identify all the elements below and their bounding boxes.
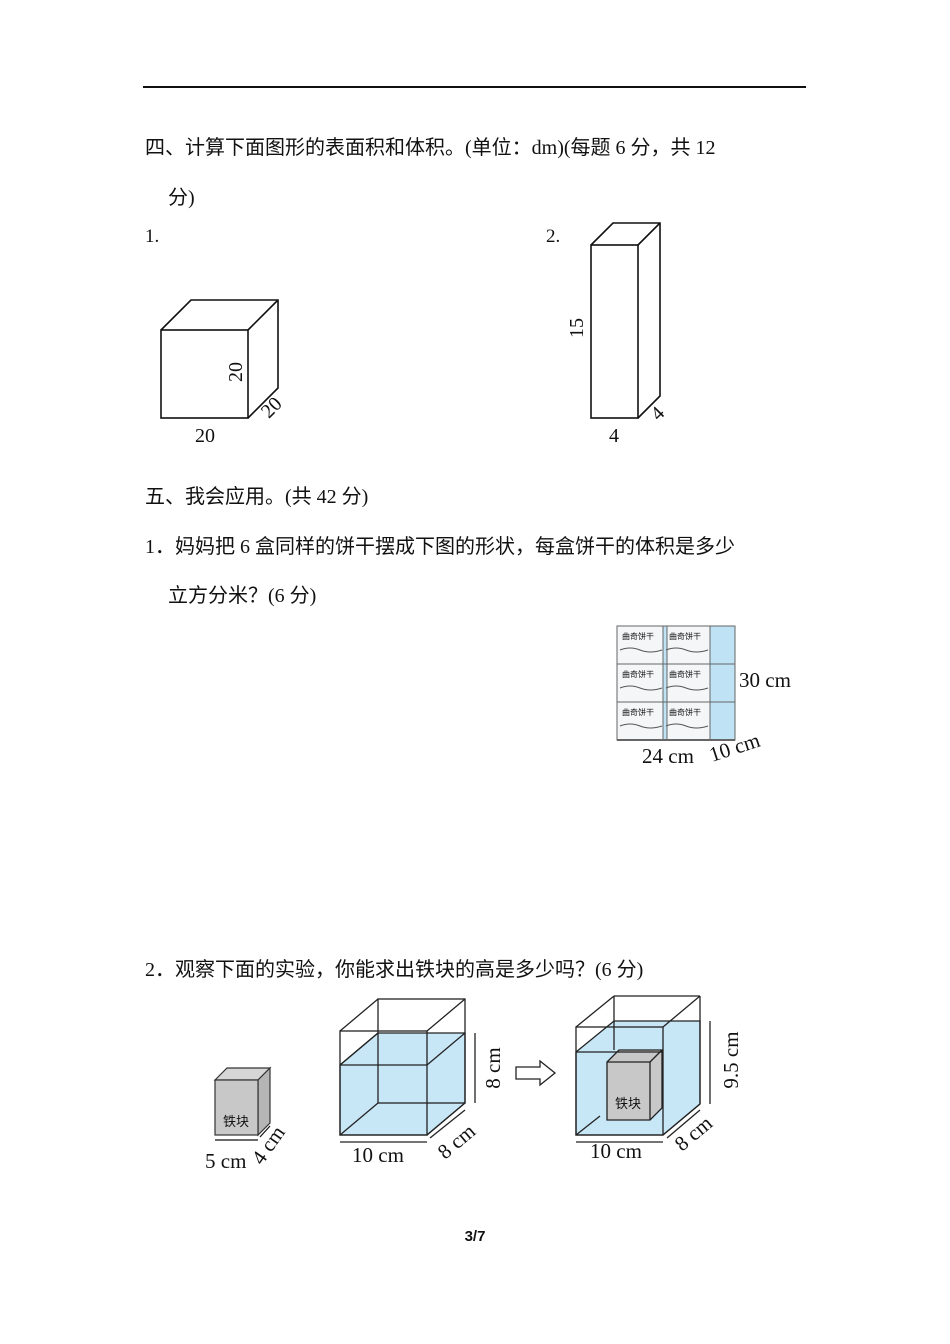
- biscuit-box-label: 曲奇饼干: [669, 631, 701, 641]
- block-width-label: 5 cm: [205, 1149, 246, 1173]
- biscuit-box-label: 曲奇饼干: [669, 669, 701, 679]
- q5-2-text: 2．观察下面的实验，你能求出铁块的高是多少吗？(6 分): [145, 959, 644, 981]
- iron-block-label-in-tank: 铁块: [615, 1096, 641, 1111]
- arrow-right-icon: [515, 1059, 557, 1087]
- prism-figure: [590, 222, 661, 419]
- prism-height-label: 15: [566, 318, 588, 338]
- iron-block: [213, 1066, 272, 1137]
- cube-height-label: 20: [225, 362, 247, 382]
- prism-depth-label: 4: [646, 402, 669, 425]
- biscuit-box-label: 曲奇饼干: [669, 707, 701, 717]
- q4-1-number: 1.: [145, 226, 160, 247]
- iron-block-label: 铁块: [223, 1114, 249, 1129]
- biscuit-height-label: 30 cm: [739, 668, 791, 692]
- biscuit-stack: [616, 625, 736, 741]
- tank-after: [575, 995, 711, 1143]
- cube-width-label: 20: [195, 425, 215, 447]
- biscuit-box-labels: 曲奇饼干 曲奇饼干 曲奇饼干 曲奇饼干 曲奇饼干 曲奇饼干: [622, 631, 701, 717]
- biscuit-box-label: 曲奇饼干: [622, 669, 654, 679]
- tank-before: [339, 998, 476, 1143]
- tank-width-label: 10 cm: [352, 1143, 404, 1167]
- tank-width-label-after: 10 cm: [590, 1139, 642, 1163]
- biscuit-width-label: 24 cm: [642, 744, 694, 768]
- water-after-label: 9.5 cm: [719, 1031, 743, 1088]
- biscuit-box-label: 曲奇饼干: [622, 631, 654, 641]
- q5-1-text: 1．妈妈把 6 盒同样的饼干摆成下图的形状，每盒饼干的体积是多少: [145, 536, 735, 558]
- q5-1-text-cont: 立方分米？(6 分): [168, 585, 317, 607]
- page-number: 3/7: [464, 1228, 486, 1245]
- section4-title: 四、计算下面图形的表面积和体积。(单位：dm)(每题 6 分，共 12: [145, 137, 716, 159]
- section5-title: 五、我会应用。(共 42 分): [145, 486, 369, 508]
- cube-figure: [160, 299, 279, 419]
- prism-width-label: 4: [609, 425, 619, 447]
- block-dimension-arrows: [215, 1125, 271, 1141]
- header-rule: [143, 86, 806, 88]
- water-before-label: 8 cm: [481, 1047, 505, 1088]
- tank-depth-label: 8 cm: [433, 1119, 480, 1164]
- q4-2-number: 2.: [546, 226, 561, 247]
- biscuit-box-label: 曲奇饼干: [622, 707, 654, 717]
- cube-depth-label: 20: [257, 393, 287, 423]
- section4-title-cont: 分): [168, 187, 195, 209]
